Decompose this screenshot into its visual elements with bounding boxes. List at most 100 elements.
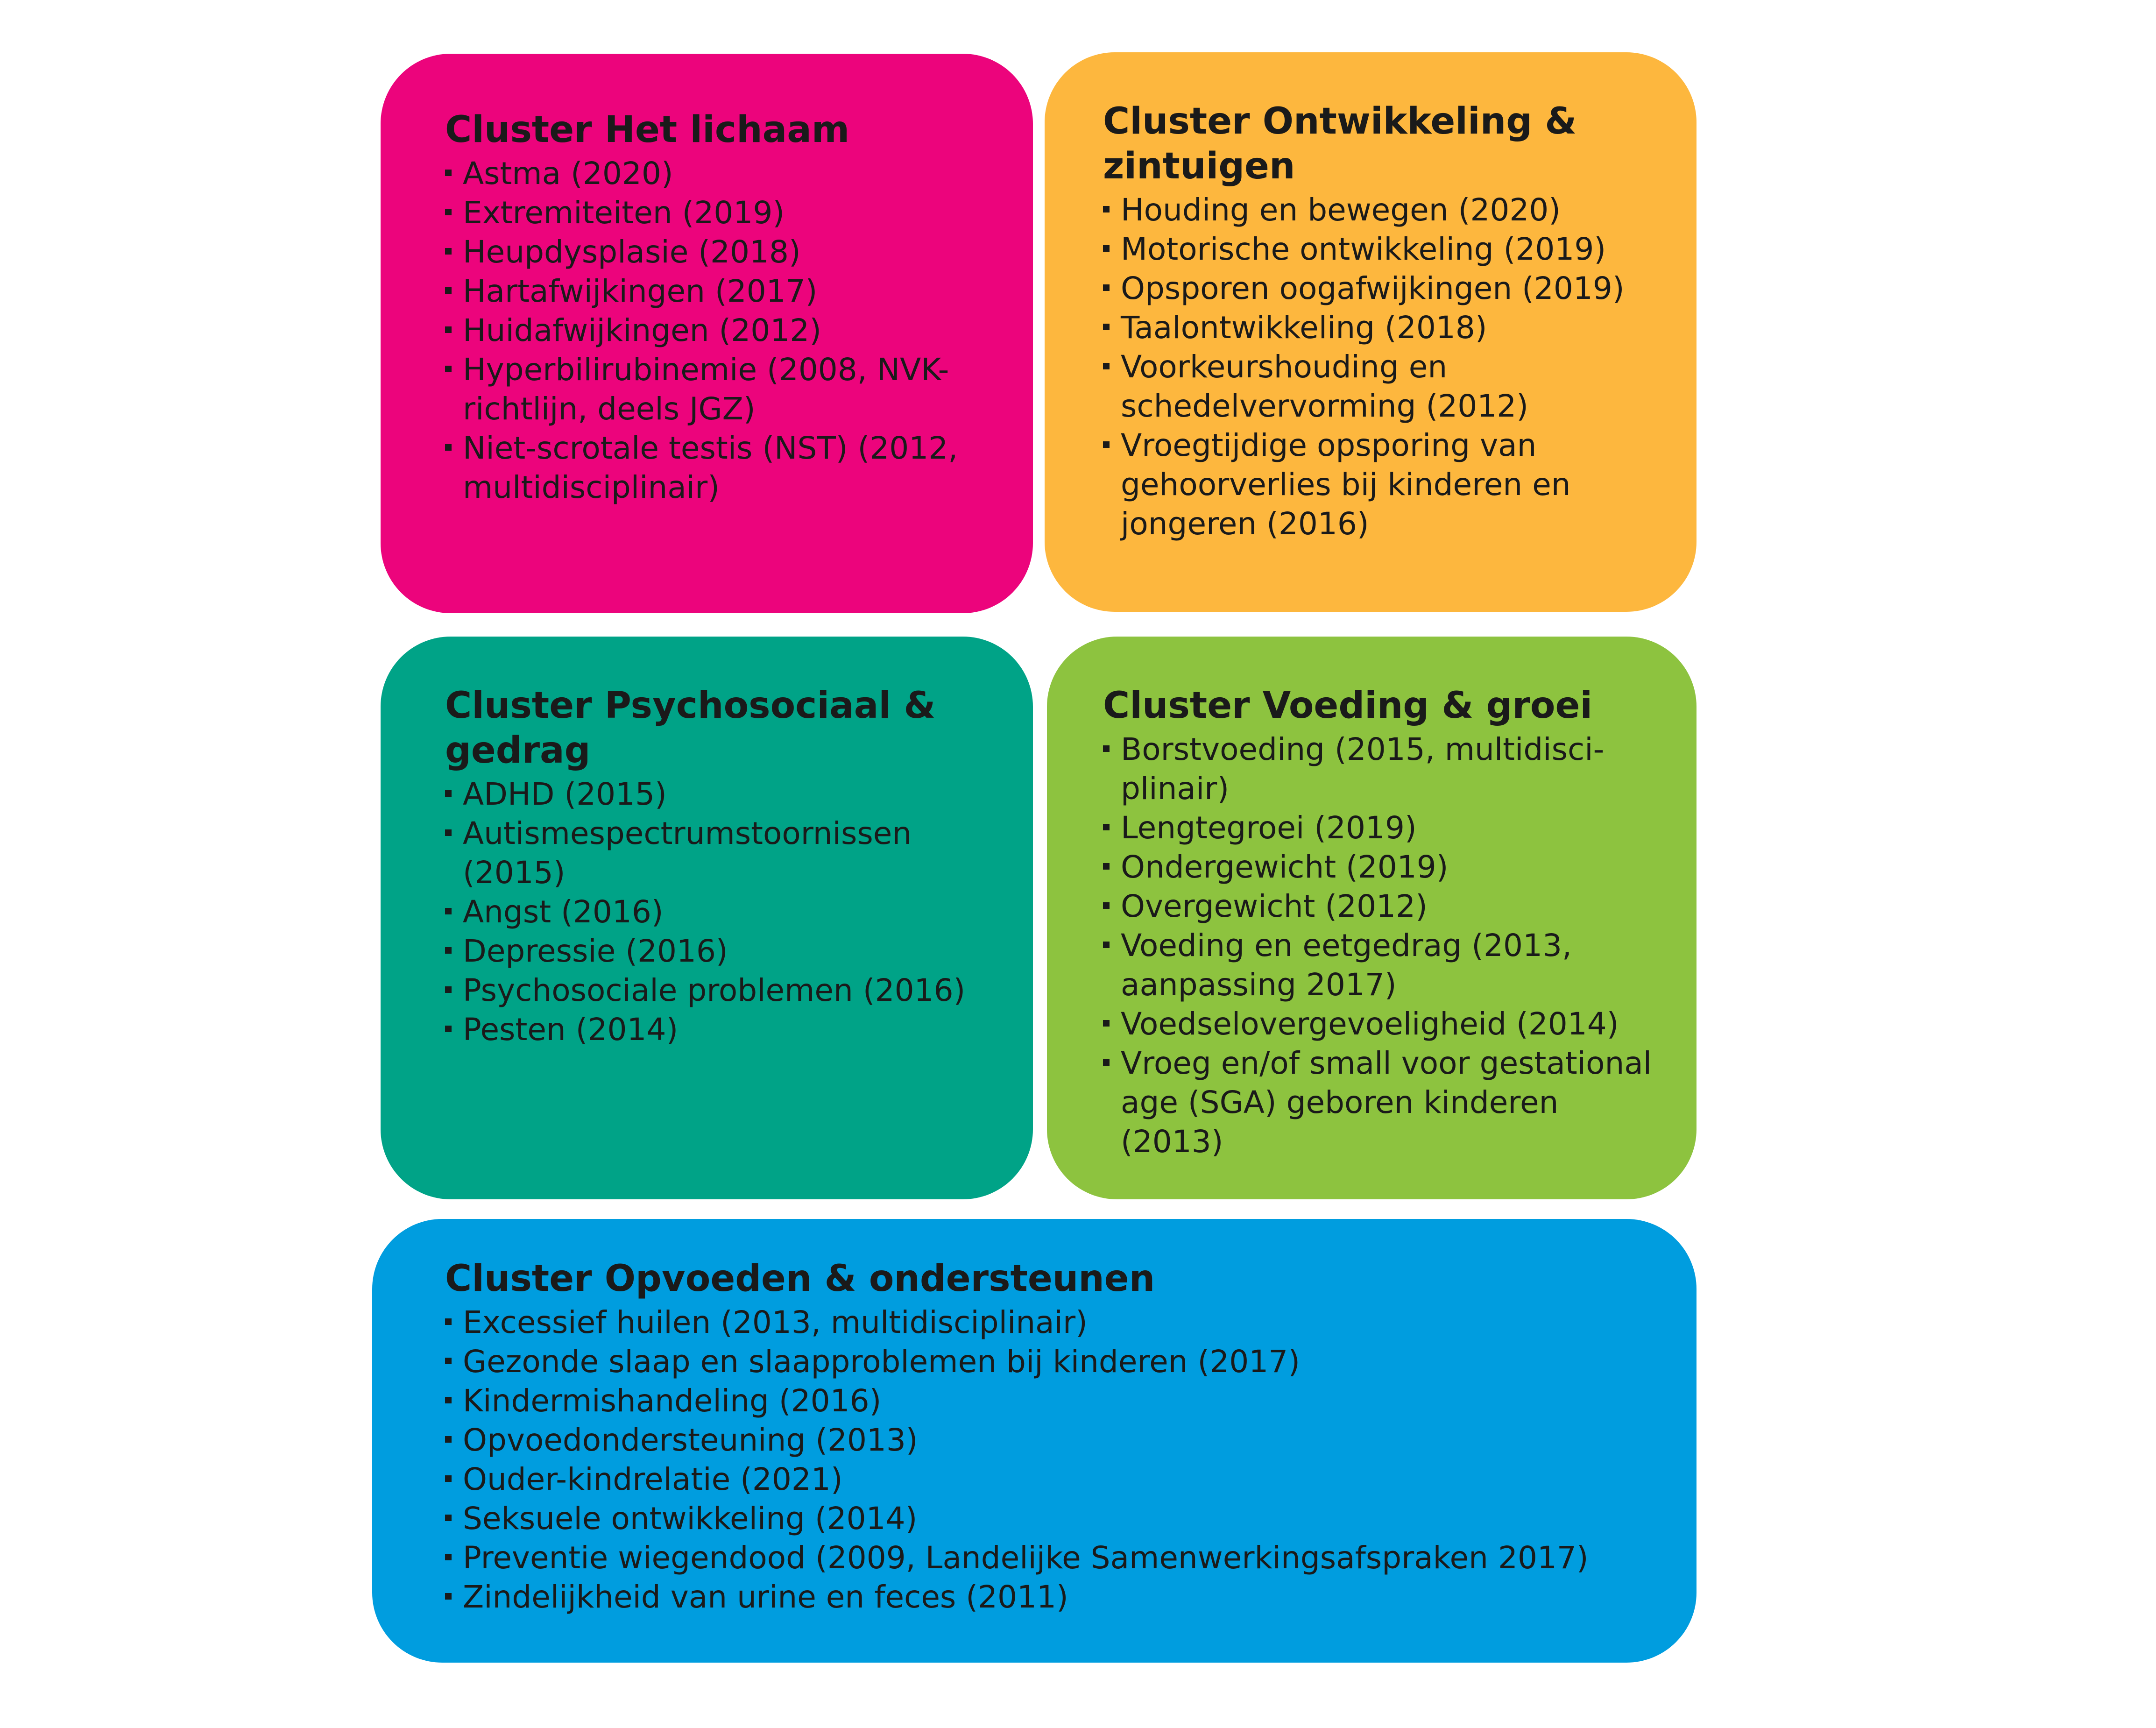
- cluster-opvoeden-ondersteunen: Cluster Opvoeden & ondersteunen Excessie…: [372, 1219, 1697, 1663]
- list-item-text: Autismespectrumstoornissen (2015): [463, 815, 912, 891]
- bullet-square-icon: [445, 444, 452, 451]
- list-item: Niet-scrotale testis (NST) (2012, multid…: [445, 429, 1005, 507]
- bullet-square-icon: [1103, 441, 1110, 448]
- list-item: Seksuele ontwikkeling (2014): [445, 1499, 1668, 1538]
- bullet-square-icon: [445, 1554, 452, 1560]
- list-item: Opsporen oogafwijkingen (2019): [1103, 269, 1668, 308]
- list-item: Vroegtijdige opsporing van gehoorverlies…: [1103, 426, 1668, 544]
- list-item-text: Pesten (2014): [463, 1012, 679, 1048]
- list-item-text: Taalontwikkeling (2018): [1121, 310, 1487, 346]
- list-item: Gezonde slaap en slaapproblemen bij kind…: [445, 1342, 1668, 1381]
- list-item: Hartafwijkingen (2017): [445, 272, 1005, 311]
- cluster-title: Cluster Ontwikkeling & zintuigen: [1103, 100, 1577, 187]
- list-item: Extremiteiten (2019): [445, 193, 1005, 233]
- cluster-item-list: Excessief huilen (2013, multidisciplinai…: [445, 1303, 1668, 1617]
- list-item-text: Voorkeurshouding en schedelvervorming (2…: [1121, 349, 1528, 424]
- bullet-square-icon: [445, 1318, 452, 1325]
- list-item-text: Opsporen oogafwijkingen (2019): [1121, 270, 1625, 306]
- bullet-square-icon: [1103, 206, 1110, 212]
- bullet-square-icon: [1103, 245, 1110, 252]
- bullet-square-icon: [1103, 284, 1110, 291]
- list-item: Pesten (2014): [445, 1010, 1005, 1049]
- bullet-square-icon: [1103, 824, 1110, 830]
- list-item: Ondergewicht (2019): [1103, 848, 1668, 887]
- cluster-item-list: Borstvoeding (2015, multidisci-plinair)L…: [1103, 730, 1668, 1161]
- list-item: Lengtegroei (2019): [1103, 808, 1668, 848]
- list-item: Huidafwijkingen (2012): [445, 311, 1005, 350]
- list-item-text: Seksuele ontwikkeling (2014): [463, 1501, 918, 1537]
- cluster-title: Cluster Opvoeden & ondersteunen: [445, 1258, 1155, 1300]
- bullet-square-icon: [445, 1593, 452, 1600]
- bullet-square-icon: [445, 209, 452, 215]
- bullet-square-icon: [445, 947, 452, 954]
- list-item-text: Excessief huilen (2013, multidisciplinai…: [463, 1304, 1088, 1340]
- list-item: Excessief huilen (2013, multidisciplinai…: [445, 1303, 1668, 1342]
- list-item-text: Lengtegroei (2019): [1121, 810, 1417, 846]
- bullet-square-icon: [445, 908, 452, 914]
- list-item-text: Depressie (2016): [463, 933, 728, 969]
- list-item: Taalontwikkeling (2018): [1103, 308, 1668, 347]
- list-item-text: Gezonde slaap en slaapproblemen bij kind…: [463, 1344, 1300, 1380]
- list-item-text: Ouder-kindrelatie (2021): [463, 1461, 843, 1497]
- list-item-text: Kindermishandeling (2016): [463, 1383, 882, 1419]
- list-item: Voorkeurshouding en schedelvervorming (2…: [1103, 347, 1668, 426]
- bullet-square-icon: [445, 287, 452, 294]
- list-item: Astma (2020): [445, 154, 1005, 193]
- bullet-square-icon: [445, 986, 452, 993]
- list-item: Houding en bewegen (2020): [1103, 191, 1668, 230]
- list-item-text: Astma (2020): [463, 156, 673, 191]
- list-item: Voedselovergevoeligheid (2014): [1103, 1005, 1668, 1044]
- list-item-text: Angst (2016): [463, 894, 664, 930]
- list-item: Motorische ontwikkeling (2019): [1103, 230, 1668, 269]
- list-item-text: Ondergewicht (2019): [1121, 849, 1449, 885]
- cluster-het-lichaam: Cluster Het lichaam Astma (2020) Extremit…: [381, 54, 1033, 613]
- bullet-square-icon: [1103, 863, 1110, 870]
- bullet-square-icon: [445, 366, 452, 372]
- list-item: Voeding en eetgedrag (2013, aanpassing 2…: [1103, 926, 1668, 1005]
- list-item: Borstvoeding (2015, multidisci-plinair): [1103, 730, 1668, 808]
- cluster-ontwikkeling-zintuigen: Cluster Ontwikkeling & zintuigen Houding…: [1045, 52, 1697, 612]
- list-item: Vroeg en/of small voor gestational age (…: [1103, 1044, 1668, 1161]
- bullet-square-icon: [1103, 745, 1110, 752]
- list-item-text: Voedselovergevoeligheid (2014): [1121, 1006, 1619, 1042]
- list-item-text: Voeding en eetgedrag (2013, aanpassing 2…: [1121, 928, 1572, 1003]
- bullet-square-icon: [445, 1026, 452, 1032]
- list-item: Opvoedondersteuning (2013): [445, 1421, 1668, 1460]
- list-item-text: Overgewicht (2012): [1121, 888, 1428, 924]
- list-item: ADHD (2015): [445, 775, 1005, 814]
- list-item: Ouder-kindrelatie (2021): [445, 1460, 1668, 1499]
- list-item-text: Niet-scrotale testis (NST) (2012, multid…: [463, 430, 958, 505]
- list-item: Psychosociale problemen (2016): [445, 971, 1005, 1010]
- list-item-text: Borstvoeding (2015, multidisci-plinair): [1121, 731, 1605, 807]
- bullet-square-icon: [445, 1436, 452, 1443]
- list-item-text: Preventie wiegendood (2009, Landelijke S…: [463, 1540, 1589, 1576]
- list-item: Zindelijkheid van urine en feces (2011): [445, 1578, 1668, 1617]
- bullet-square-icon: [445, 790, 452, 797]
- bullet-square-icon: [1103, 363, 1110, 369]
- list-item-text: ADHD (2015): [463, 776, 667, 812]
- cluster-title: Cluster Voeding & groei: [1103, 685, 1593, 727]
- cluster-title: Cluster Psychosociaal & gedrag: [445, 685, 936, 772]
- list-item: Angst (2016): [445, 892, 1005, 932]
- list-item-text: Houding en bewegen (2020): [1121, 192, 1561, 228]
- bullet-square-icon: [445, 1515, 452, 1521]
- list-item: Autismespectrumstoornissen (2015): [445, 814, 1005, 892]
- bullet-square-icon: [445, 1358, 452, 1364]
- list-item: Hyperbilirubinemie (2008, NVK-richtlijn,…: [445, 350, 1005, 429]
- list-item-text: Extremiteiten (2019): [463, 195, 785, 231]
- list-item-text: Vroeg en/of small voor gestational age (…: [1121, 1045, 1652, 1160]
- list-item: Kindermishandeling (2016): [445, 1381, 1668, 1421]
- list-item-text: Zindelijkheid van urine en feces (2011): [463, 1579, 1068, 1615]
- cluster-item-list: ADHD (2015)Autismespectrumstoornissen (2…: [445, 775, 1005, 1049]
- list-item: Depressie (2016): [445, 932, 1005, 971]
- bullet-square-icon: [445, 326, 452, 333]
- cluster-title: Cluster Het lichaam: [445, 109, 850, 151]
- cluster-item-list: Astma (2020) Extremiteiten (2019)Heupdysp…: [445, 154, 1005, 507]
- list-item-text: Psychosociale problemen (2016): [463, 972, 966, 1008]
- cluster-psychosociaal-gedrag: Cluster Psychosociaal & gedrag ADHD (201…: [381, 637, 1033, 1199]
- bullet-square-icon: [445, 248, 452, 255]
- bullet-square-icon: [1103, 902, 1110, 909]
- bullet-square-icon: [445, 170, 452, 176]
- list-item-text: Heupdysplasie (2018): [463, 234, 801, 270]
- list-item: Overgewicht (2012): [1103, 887, 1668, 926]
